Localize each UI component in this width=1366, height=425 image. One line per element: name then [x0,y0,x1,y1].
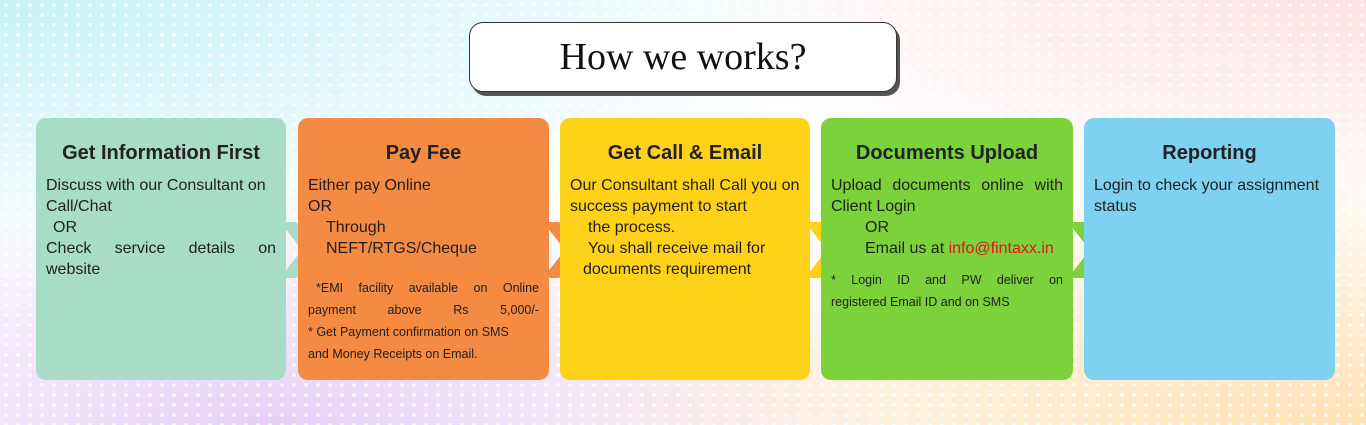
step-text: Either pay Online [308,177,431,194]
step-text: OR [865,219,889,236]
step-text: Our Consultant shall Call you on [570,177,800,194]
step-note: * Get Payment confirmation on SMS [308,325,509,339]
step-heading: Reporting [1162,142,1257,164]
step-text: success payment to start [570,198,747,215]
page-title-text: How we works? [559,36,807,78]
step-note: and Money Receipts on Email. [308,347,478,361]
step-card-documents-upload: Documents Upload Upload documents online… [821,118,1073,380]
step-card-get-information: Get Information First Discuss with our C… [36,118,286,380]
contact-email-link[interactable]: info@fintaxx.in [948,240,1054,257]
step-text: Client Login [831,198,916,215]
email-prefix: Email us at [865,240,949,257]
step-text: Upload documents online with [831,177,1063,194]
step-text: status [1094,198,1137,215]
step-note: *EMI facility available on Online [316,281,539,295]
step-text: OR [53,219,77,236]
step-card-get-call-email: Get Call & Email Our Consultant shall Ca… [560,118,810,380]
step-card-reporting: Reporting Login to check your assignment… [1084,118,1335,380]
step-heading: Documents Upload [855,142,1039,164]
step-text: the process. [588,219,676,236]
step-text: OR [308,198,332,215]
step-note: payment above Rs 5,000/- [308,303,539,317]
step-text: You shall receive mail for [588,240,766,257]
step-text: documents requirement [583,261,752,278]
step-heading: Get Information First [62,142,260,164]
step-text: Discuss with our Consultant on [46,177,266,194]
step-heading: Get Call & Email [607,142,763,164]
step-card-pay-fee: Pay Fee Either pay Online OR Through NEF… [298,118,549,380]
step-text: Call/Chat [46,198,112,215]
step-heading: Pay Fee [385,142,462,164]
step-text: Email us at info@fintaxx.in [831,238,1063,259]
page-title: How we works? [469,22,897,92]
step-text: Check service details on [46,240,276,257]
step-note: registered Email ID and on SMS [831,295,1010,309]
step-text: Through NEFT/RTGS/Cheque [326,219,477,257]
step-text: website [46,261,101,278]
step-note: * Login ID and PW deliver on [831,273,1063,287]
step-text: Login to check your assignment [1094,177,1320,194]
